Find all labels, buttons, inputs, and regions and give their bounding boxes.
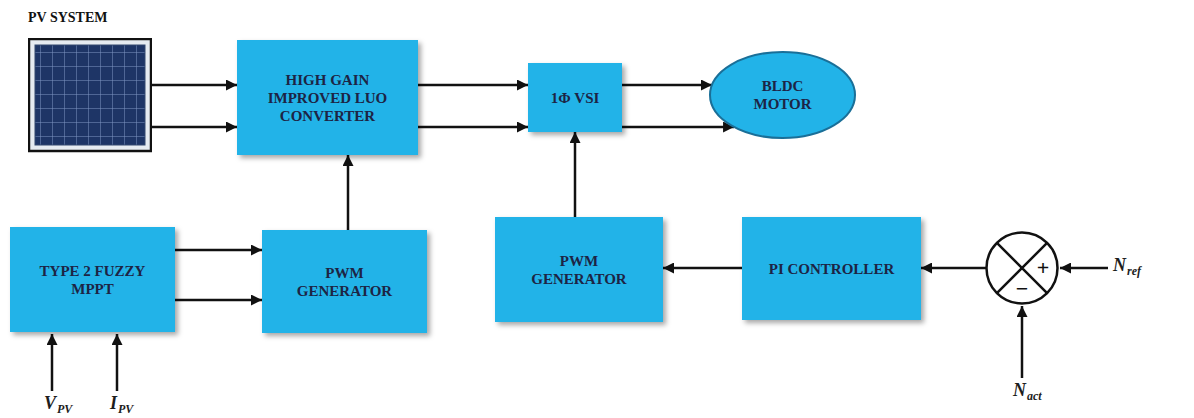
signal-arrow [921,267,987,270]
node-heading: PV SYSTEM [28,10,107,27]
signal-name: N [1113,255,1126,276]
process-box: TYPE 2 FUZZY MPPT [10,227,175,332]
process-box: PI CONTROLLER [742,217,921,320]
input-arrow [1060,267,1108,270]
node-label: TYPE 2 FUZZY MPPT [33,262,153,298]
input-arrow [116,334,119,391]
signal-arrow [418,84,528,87]
node-label: PI CONTROLLER [769,260,894,278]
signal-arrow [574,132,577,217]
node-label: PWM GENERATOR [529,252,629,288]
sign-label: + [1037,257,1050,279]
process-box: 1Φ VSI [528,63,622,132]
signal-arrow [175,299,262,302]
signal-name: N [1013,380,1026,401]
signal-arrow [152,126,237,129]
sign-label: − [1016,278,1029,300]
process-box: PWM GENERATOR [262,230,427,333]
signal-arrow [622,126,734,129]
signal-name: V [44,393,56,414]
signal-subscript: PV [118,402,133,417]
signal-subscript: PV [57,402,72,417]
signal-arrow [152,84,237,87]
node-label: HIGH GAIN IMPROVED LUO CONVERTER [258,71,398,125]
input-arrow [1021,306,1024,378]
signal-arrow [175,249,262,252]
node-label: 1Φ VSI [551,89,600,107]
motor-outline [708,50,857,140]
signal-arrow [663,267,742,270]
signal-arrow [418,126,528,129]
motor-ellipse: BLDC MOTOR [708,50,857,140]
signal-arrow [347,155,350,230]
summing-junction: +− [985,231,1059,305]
node-label: PWM GENERATOR [295,264,395,300]
process-box: PWM GENERATOR [495,217,663,322]
panel-icon [28,38,152,154]
node-label: BLDC MOTOR [737,77,829,113]
signal-arrow [622,84,712,87]
signal-subscript: act [1027,389,1042,404]
signal-subscript: ref [1127,264,1141,279]
input-arrow [51,334,54,391]
process-box: HIGH GAIN IMPROVED LUO CONVERTER [237,40,418,155]
solar-panel: PV SYSTEM [28,6,152,154]
signal-name: I [110,393,117,414]
